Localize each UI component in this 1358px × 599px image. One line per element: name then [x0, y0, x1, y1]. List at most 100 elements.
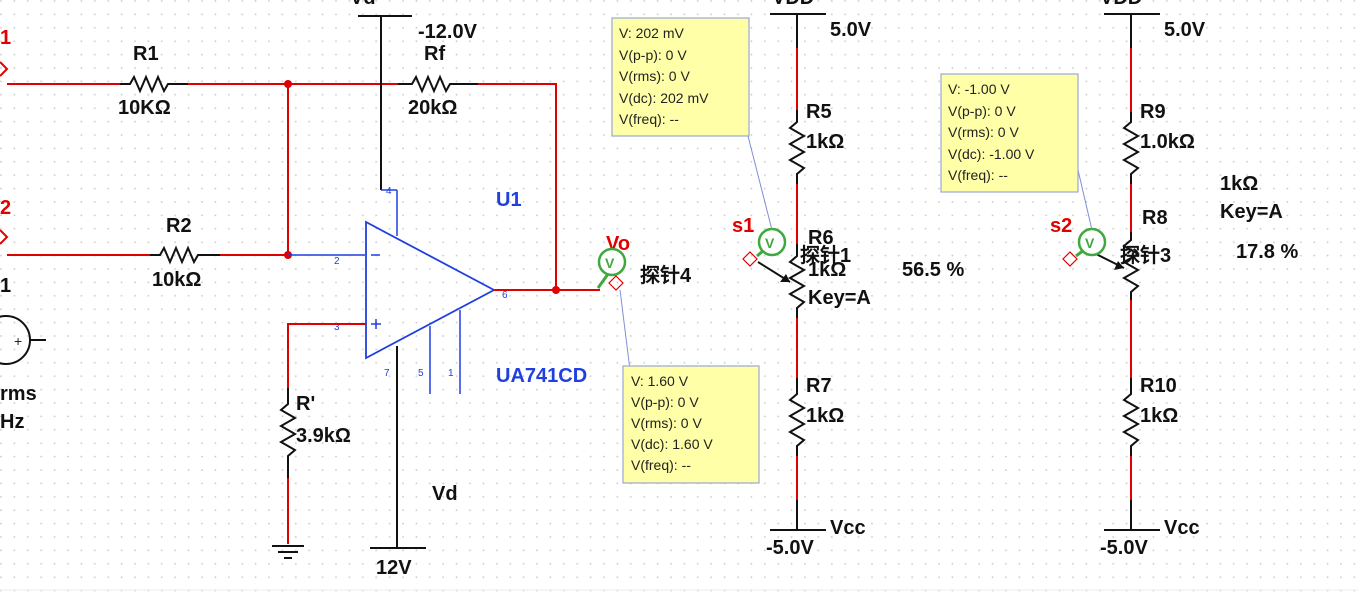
- probe3-leader: [1077, 169, 1093, 231]
- probe3-icon[interactable]: V: [1062, 227, 1107, 267]
- probe4-name: 探针4: [640, 263, 692, 287]
- probe4-line-1: V: 1.60 V: [631, 373, 689, 389]
- probe3-line-1: V: -1.00 V: [948, 81, 1010, 97]
- vdd2-top-label: VDD: [1100, 0, 1142, 9]
- vcc2-label: Vcc: [1164, 517, 1200, 539]
- probe4-line-3: V(rms): 0 V: [631, 415, 702, 431]
- potentiometer-r6[interactable]: [757, 244, 807, 318]
- svg-text:V: V: [765, 235, 775, 251]
- pin5-number: 5: [418, 368, 424, 379]
- pin6-number: 6: [502, 290, 508, 301]
- probe1-line-5: V(freq): --: [619, 111, 679, 127]
- resistor-rprime[interactable]: [278, 388, 298, 478]
- r9-value: 1.0kΩ: [1140, 131, 1195, 153]
- r6-key: Key=A: [808, 287, 871, 309]
- pin3-number: 3: [334, 322, 340, 333]
- net-label-in2: 2: [0, 197, 11, 219]
- r1-value: 10KΩ: [118, 97, 171, 119]
- probe4-icon[interactable]: V: [596, 247, 627, 291]
- input-1-marker[interactable]: [0, 61, 9, 77]
- svg-text:V: V: [1085, 235, 1095, 251]
- probe3-name: 探针3: [1120, 243, 1171, 267]
- probe1-leader: [747, 135, 773, 231]
- r7-name: R7: [806, 375, 832, 397]
- probe3-line-2: V(p-p): 0 V: [948, 103, 1016, 119]
- probe1-line-3: V(rms): 0 V: [619, 68, 690, 84]
- wire-pin3-rprime: [287, 323, 366, 388]
- probe1-line-2: V(p-p): 0 V: [619, 47, 687, 63]
- resistor-rf[interactable]: [398, 74, 478, 94]
- resistor-r5[interactable]: [787, 110, 807, 184]
- r10-value: 1kΩ: [1140, 405, 1178, 427]
- rprime-value: 3.9kΩ: [296, 425, 351, 447]
- net-label-s1: s1: [732, 215, 754, 237]
- probe3-readout[interactable]: V: -1.00 V V(p-p): 0 V V(rms): 0 V V(dc)…: [940, 73, 1079, 193]
- vcc1-value: -5.0V: [766, 537, 814, 559]
- pin7-number: 7: [384, 368, 390, 379]
- probe3-line-5: V(freq): --: [948, 167, 1008, 183]
- resistor-r7[interactable]: [787, 378, 807, 456]
- u1-model: UA741CD: [496, 365, 587, 387]
- pin1-number: 1: [448, 368, 454, 379]
- svg-text:V: V: [605, 255, 615, 271]
- r1-name: R1: [133, 43, 159, 65]
- r6-name: R6: [808, 227, 834, 249]
- vdd1-label: 5.0V: [830, 19, 872, 41]
- net-label-s2: s2: [1050, 215, 1072, 237]
- r9-name: R9: [1140, 101, 1166, 123]
- resistor-r10[interactable]: [1121, 378, 1141, 456]
- rf-name: Rf: [424, 43, 445, 65]
- rprime-name: R': [296, 393, 315, 415]
- r8-value: 1kΩ: [1220, 173, 1258, 195]
- probe1-icon[interactable]: V: [742, 227, 787, 267]
- r10-name: R10: [1140, 375, 1177, 397]
- r5-value: 1kΩ: [806, 131, 844, 153]
- probe1-name: 探针1: [800, 243, 851, 267]
- vd-label: Vd: [432, 483, 458, 505]
- probe3-line-3: V(rms): 0 V: [948, 124, 1019, 140]
- probe4-line-5: V(freq): --: [631, 457, 691, 473]
- neg12-label: -12.0V: [418, 21, 478, 43]
- opamp-u1[interactable]: [365, 220, 496, 360]
- r6-percent: 56.5 %: [902, 259, 964, 281]
- vcc1-label: Vcc: [830, 517, 866, 539]
- resistor-r2[interactable]: [150, 245, 220, 265]
- pin4-number: 4: [386, 186, 392, 197]
- net-label-in1: 1: [0, 27, 11, 49]
- source-amplitude: rms: [0, 383, 37, 405]
- r6-value: 1kΩ: [808, 259, 846, 281]
- resistor-r1[interactable]: [120, 74, 188, 94]
- vd-top-label: Vd: [350, 0, 376, 9]
- probe4-leader: [619, 289, 631, 371]
- vcc2-value: -5.0V: [1100, 537, 1148, 559]
- r8-percent: 17.8 %: [1236, 241, 1298, 263]
- ac-source[interactable]: +: [0, 315, 46, 365]
- vdd2-label: 5.0V: [1164, 19, 1206, 41]
- r8-key: Key=A: [1220, 201, 1283, 223]
- resistor-r9[interactable]: [1121, 112, 1141, 184]
- u1-name: U1: [496, 189, 522, 211]
- r5-name: R5: [806, 101, 832, 123]
- probe1-readout[interactable]: V: 202 mV V(p-p): 0 V V(rms): 0 V V(dc):…: [611, 17, 750, 137]
- r2-name: R2: [166, 215, 192, 237]
- input-2-marker[interactable]: [0, 229, 9, 245]
- probe4-readout[interactable]: V: 1.60 V V(p-p): 0 V V(rms): 0 V V(dc):…: [622, 365, 760, 484]
- rf-value: 20kΩ: [408, 97, 457, 119]
- source-plus-icon: +: [14, 333, 22, 349]
- r8-name: R8: [1142, 207, 1168, 229]
- r2-value: 10kΩ: [152, 269, 201, 291]
- source-frequency: Hz: [0, 411, 24, 433]
- ground-icon: [272, 545, 304, 559]
- source-name: 1: [0, 275, 11, 297]
- r7-value: 1kΩ: [806, 405, 844, 427]
- probe4-line-4: V(dc): 1.60 V: [631, 436, 713, 452]
- pos12-label: 12V: [376, 557, 412, 579]
- pin2-number: 2: [334, 256, 340, 267]
- vdd1-top-label: VDD: [772, 0, 814, 9]
- wire-rf-output: [478, 83, 557, 290]
- probe3-line-4: V(dc): -1.00 V: [948, 146, 1035, 162]
- probe1-line-4: V(dc): 202 mV: [619, 90, 709, 106]
- probe1-line-1: V: 202 mV: [619, 25, 685, 41]
